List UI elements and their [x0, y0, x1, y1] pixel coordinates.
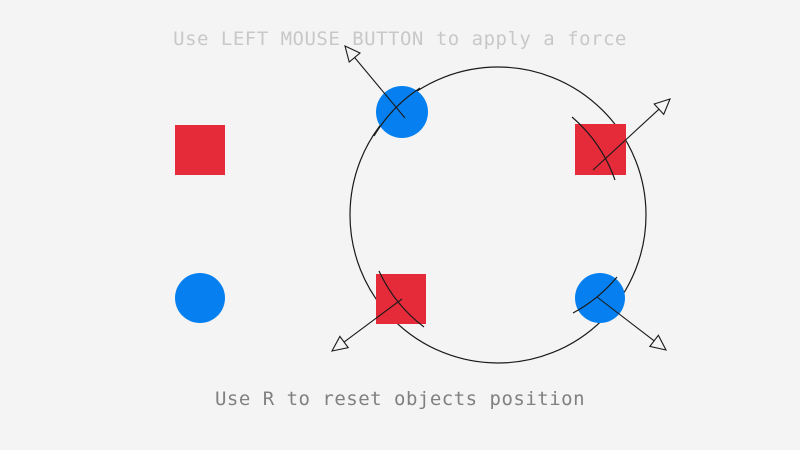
- blue-circle-free[interactable]: [175, 273, 225, 323]
- blue-circle-top[interactable]: [376, 86, 428, 138]
- hint-text-reset-objects: Use R to reset objects position: [214, 388, 586, 410]
- force-arrow-blue-circle-top: [344, 45, 406, 119]
- force-arrow-red-square-top-right: [592, 98, 671, 171]
- constraint-circle: [349, 66, 647, 364]
- red-square-free[interactable]: [175, 125, 225, 175]
- red-square-bottom[interactable]: [376, 274, 426, 324]
- force-arrow-blue-circle-bottom-right: [596, 296, 668, 351]
- force-arrow-red-square-bottom: [330, 298, 403, 352]
- blue-circle-bottom-right[interactable]: [575, 273, 625, 323]
- hint-text-apply-force: Use LEFT MOUSE BUTTON to apply a force: [173, 28, 627, 50]
